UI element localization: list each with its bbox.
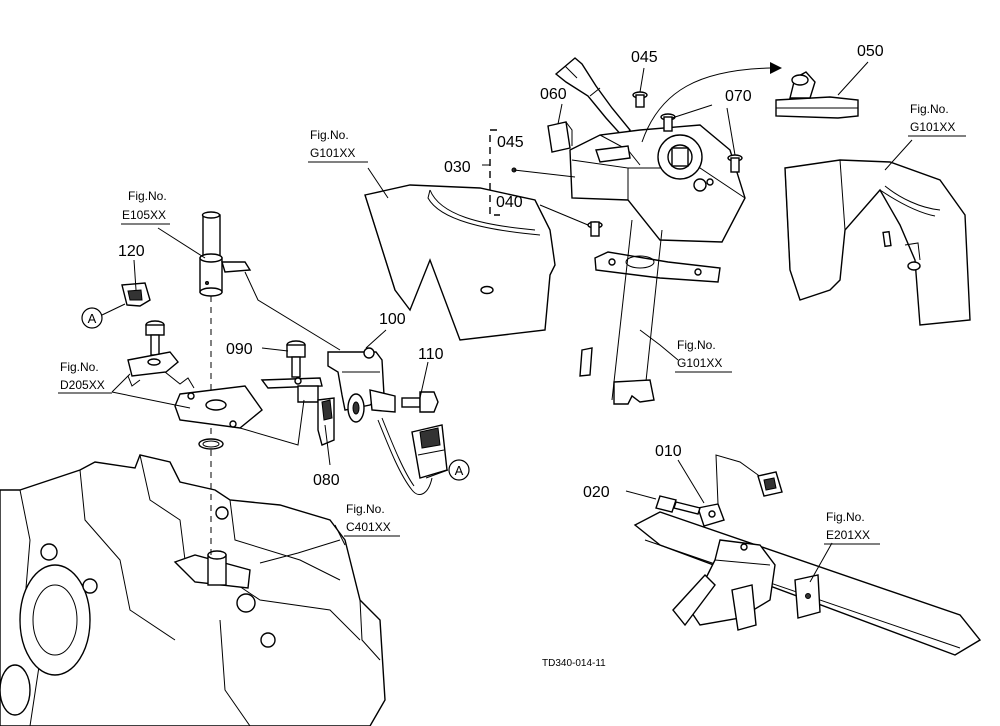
- drawing-id: TD340-014-11: [542, 658, 606, 669]
- svg-text:Fig.No.: Fig.No.: [910, 102, 949, 116]
- svg-text:Fig.No.: Fig.No.: [677, 338, 716, 352]
- svg-text:Fig.No.: Fig.No.: [346, 502, 385, 516]
- part-label-090: 090: [226, 341, 253, 358]
- svg-text:E105XX: E105XX: [122, 208, 166, 222]
- svg-text:A: A: [88, 311, 97, 326]
- fig-ref-c401: Fig.No. C401XX: [344, 502, 400, 537]
- part-label-110: 110: [418, 346, 444, 363]
- part-label-010: 010: [655, 443, 682, 460]
- svg-text:E201XX: E201XX: [826, 528, 870, 542]
- svg-text:G101XX: G101XX: [910, 120, 955, 134]
- svg-text:D205XX: D205XX: [60, 378, 105, 392]
- svg-text:Fig.No.: Fig.No.: [128, 189, 167, 203]
- combination-switch-assembly: [482, 57, 746, 405]
- part-label-045-top: 045: [631, 49, 658, 66]
- part-label-080: 080: [313, 472, 340, 489]
- switch-knob-050: [641, 62, 859, 143]
- fig-ref-d205: Fig.No. D205XX: [58, 360, 112, 394]
- brake-pedal-sensor: [633, 454, 982, 656]
- fig-ref-e105: Fig.No. E105XX: [121, 189, 170, 225]
- fig-ref-g101-right: Fig.No. G101XX: [908, 102, 966, 137]
- part-label-050: 050: [857, 43, 884, 60]
- part-label-020: 020: [583, 484, 610, 501]
- part-label-040: 040: [496, 194, 523, 211]
- svg-text:Fig.No.: Fig.No.: [310, 128, 349, 142]
- connector-mark-left: A: [81, 307, 103, 329]
- part-label-030: 030: [444, 159, 471, 176]
- part-label-060: 060: [540, 86, 567, 103]
- svg-text:Fig.No.: Fig.No.: [826, 510, 865, 524]
- connector-mark-right: A: [448, 459, 470, 481]
- part-label-120: 120: [118, 243, 145, 260]
- sensor-bracket-assembly: [121, 271, 448, 495]
- svg-text:G101XX: G101XX: [310, 146, 355, 160]
- part-label-070: 070: [725, 88, 752, 105]
- transmission-housing: [0, 454, 386, 726]
- fig-ref-e201: Fig.No. E201XX: [824, 510, 880, 545]
- leader-lines: [101, 61, 913, 583]
- right-console-panel: [784, 159, 971, 326]
- fig-ref-g101-center: Fig.No. G101XX: [308, 128, 368, 163]
- steering-column-cover: [364, 184, 556, 341]
- svg-text:Fig.No.: Fig.No.: [60, 360, 99, 374]
- part-label-045-group: 045: [497, 134, 524, 151]
- fig-ref-g101-column: Fig.No. G101XX: [675, 338, 732, 373]
- svg-text:A: A: [455, 463, 464, 478]
- pedal-shaft: [198, 211, 252, 560]
- svg-text:C401XX: C401XX: [346, 520, 391, 534]
- part-label-100: 100: [379, 311, 406, 328]
- svg-text:G101XX: G101XX: [677, 356, 722, 370]
